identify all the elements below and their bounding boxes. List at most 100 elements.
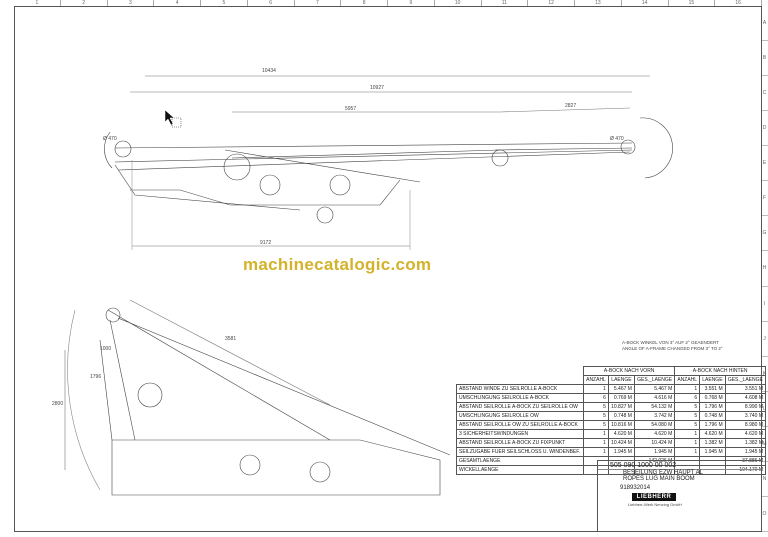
table-cell: 1.796 M — [699, 420, 726, 430]
boom-rope-line-3 — [224, 149, 421, 183]
table-cell: 0.748 M — [607, 411, 635, 421]
table-cell: 8.990 M — [724, 402, 767, 412]
watermark-text: machinecatalogic.com — [243, 255, 432, 274]
table-cell: 3.551 M — [699, 384, 726, 394]
dim-line-lower — [129, 299, 331, 406]
group-rear-header: A-BOCK NACH HINTEN — [674, 366, 766, 376]
dim-span4: 2827 — [565, 103, 576, 109]
table-cell: 5 — [674, 420, 701, 430]
column-number: 14 — [622, 0, 669, 7]
table-cell: ABSTAND SEILROLLE OW ZU SEILROLLE A-BOCK — [455, 420, 585, 430]
table-cell: 3.551 M — [724, 384, 767, 394]
base-hole-2 — [329, 174, 351, 196]
table-cell: 5 — [583, 402, 609, 412]
table-cell: 4.620 M — [724, 429, 767, 439]
row-letter: O — [761, 497, 768, 532]
dim-span5: 9172 — [260, 240, 271, 246]
col-header: LAENGE — [607, 375, 635, 385]
table-cell: 1 — [674, 384, 701, 394]
col-header: ANZAHL — [583, 375, 609, 385]
table-cell: 4.616 M — [633, 393, 676, 403]
table-row: SEILZUGABE FUER SEILSCHLOSS U. WINDENBEF… — [455, 447, 767, 457]
table-cell: 0.768 M — [699, 393, 726, 403]
aframe-swing-arc — [67, 309, 101, 491]
right-swing-arc — [639, 117, 673, 179]
table-cell: 10.816 M — [607, 420, 635, 430]
table-cell: 1 — [583, 429, 609, 439]
total-label: GESAMTLAENGE — [455, 456, 585, 466]
table-cell: 1 — [583, 438, 609, 448]
column-number: 4 — [154, 0, 201, 7]
table-cell: 5 — [583, 411, 609, 421]
row-letter: E — [761, 146, 768, 182]
left-sheave — [114, 140, 132, 158]
table-cell: 1.382 M — [724, 438, 767, 448]
aframe-drum — [137, 382, 163, 408]
dim-right-radius: Ø 470 — [610, 136, 624, 142]
table-cell: 1.945 M — [607, 447, 635, 457]
dim-lower-height: 2800 — [52, 401, 63, 407]
winch-row: WICKELLAENGE 104.170 M — [455, 465, 767, 475]
table-cell: 5 — [674, 402, 701, 412]
table-cell: 1.382 M — [699, 438, 726, 448]
table-cell: UMSCHLINGUNG SEILROLLE A-BOCK — [455, 393, 585, 403]
base-hole-3 — [316, 206, 334, 224]
table-cell: ABSTAND WINDE ZU SEILROLLE A-BOCK — [455, 384, 585, 394]
table-cell: 4.620 M — [633, 429, 676, 439]
rope-length-table: A-BOCK NACH VORN A-BOCK NACH HINTEN ANZA… — [455, 366, 767, 475]
row-letter: C — [761, 76, 768, 112]
table-cell: 1.796 M — [699, 402, 726, 412]
table-cell: 6 — [583, 393, 609, 403]
row-letter: D — [761, 111, 768, 147]
column-number: 12 — [528, 0, 575, 7]
aframe-leg-1 — [99, 339, 113, 441]
aframe-leg-2 — [109, 319, 136, 441]
title-english: ROPES LUG MAIN BOOM — [623, 476, 695, 482]
table-cell: 4.620 M — [607, 429, 635, 439]
col-header: ANZAHL — [674, 375, 701, 385]
column-number: 16 — [715, 0, 762, 7]
column-number: 1 — [14, 0, 61, 7]
angle-note-de: A-BOCK WINKEL VON 3° AUF 2° GEAENDERT — [622, 340, 719, 345]
aframe-base-hole-1 — [239, 454, 261, 476]
table-cell: 1.945 M — [699, 447, 726, 457]
mouse-cursor-icon — [164, 109, 175, 126]
boom-rope-line-1 — [114, 149, 633, 163]
table-cell: 8.980 M — [724, 420, 767, 430]
row-letter: B — [761, 41, 768, 77]
column-number: 7 — [295, 0, 342, 7]
dim-span3: 5957 — [345, 106, 356, 112]
column-number: 3 — [108, 0, 155, 7]
table-cell: 1.945 M — [633, 447, 676, 457]
angle-note-en: ANGLE OF A-FRAME CHANGED FROM 3° TO 2° — [622, 346, 723, 351]
table-cell: 3.742 M — [633, 411, 676, 421]
title-block: 505 090 1000 00 002 BESEILUNG EZW HAUPT … — [597, 460, 762, 532]
table-cell: 5.467 M — [633, 384, 676, 394]
aframe-base-hole-2 — [309, 461, 331, 483]
winch-label: WICKELLAENGE — [455, 465, 585, 475]
selection-box — [171, 117, 182, 128]
table-cell: 6 — [674, 393, 701, 403]
aframe-rope-2 — [117, 317, 451, 456]
table-cell: 1 — [583, 384, 609, 394]
winch-drum — [223, 153, 251, 181]
column-number: 11 — [482, 0, 529, 7]
table-cell: 10.424 M — [633, 438, 676, 448]
title-german: BESEILUNG EZW HAUPT AL — [623, 470, 703, 476]
dim-left-radius: Ø 470 — [103, 136, 117, 142]
table-cell: 0.769 M — [607, 393, 635, 403]
group-front-header: A-BOCK NACH VORN — [583, 366, 676, 376]
table-cell: 0.748 M — [699, 411, 726, 421]
row-letter: H — [761, 251, 768, 287]
column-number: 2 — [61, 0, 108, 7]
base-frame-lower — [114, 164, 301, 211]
table-row: ABSTAND SEILROLLE OW ZU SEILROLLE A-BOCK… — [455, 420, 767, 430]
table-row: ABSTAND SEILROLLE A-BOCK ZU SEILROLLE OW… — [455, 402, 767, 412]
table-cell: 5 — [674, 411, 701, 421]
col-header: GES._LAENGE — [633, 375, 676, 385]
